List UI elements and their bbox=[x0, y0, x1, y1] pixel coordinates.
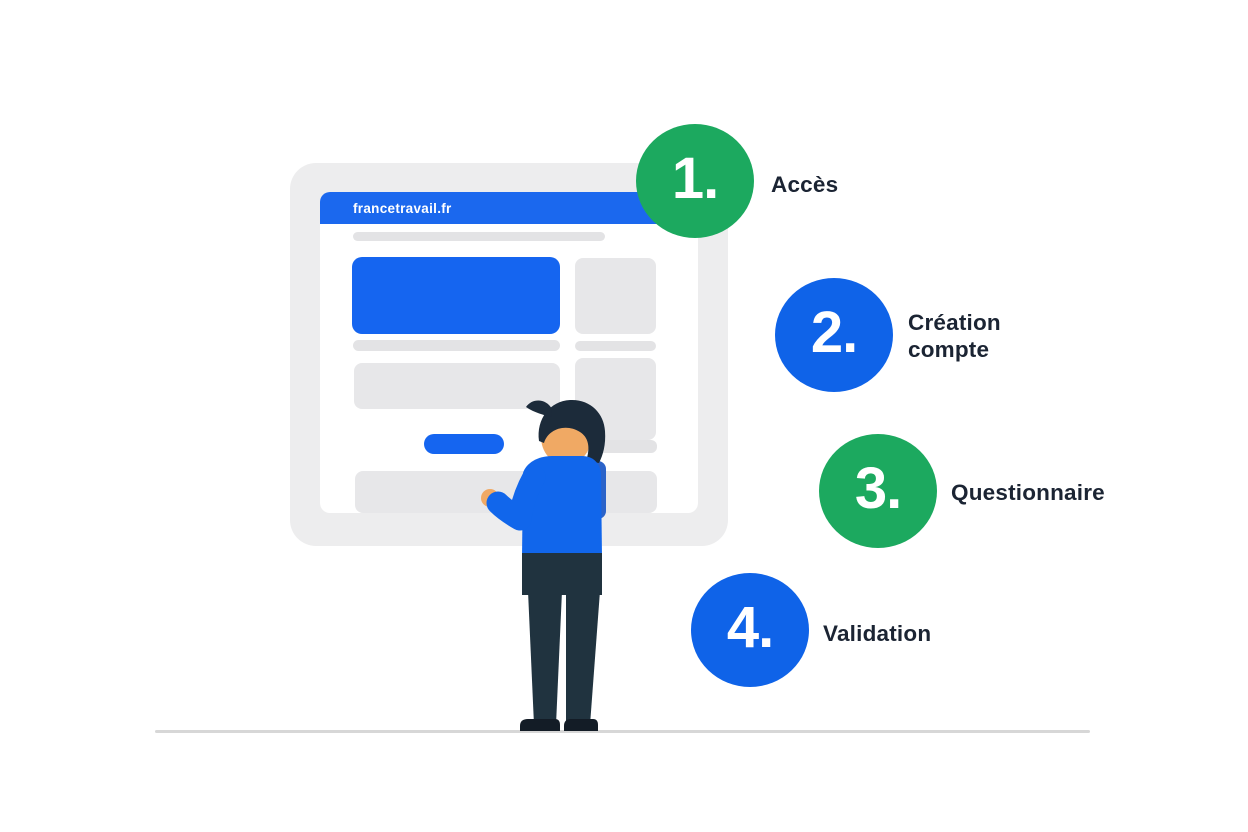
step-4-circle: 4. bbox=[691, 573, 809, 687]
right-shoe bbox=[564, 719, 598, 731]
ground-line bbox=[155, 730, 1090, 733]
step-1-circle: 1. bbox=[636, 124, 754, 238]
step-4-number: 4. bbox=[726, 594, 774, 660]
step-1-number: 1. bbox=[671, 145, 719, 211]
right-leg bbox=[566, 591, 600, 725]
step-2-number: 2. bbox=[810, 299, 858, 365]
text-line-placeholder bbox=[353, 340, 560, 351]
hair bbox=[538, 399, 606, 463]
step-3-circle: 3. bbox=[819, 434, 937, 548]
cta-button-placeholder bbox=[424, 434, 504, 454]
browser-header-bar: francetravail.fr bbox=[320, 192, 698, 224]
step-3-label: Questionnaire bbox=[951, 480, 1105, 505]
left-shoe bbox=[520, 719, 560, 731]
step-2-label: Création compte bbox=[908, 310, 1001, 362]
content-block-placeholder bbox=[354, 363, 560, 409]
site-logo-text: francetravail.fr bbox=[353, 200, 452, 216]
raised-arm bbox=[486, 465, 546, 531]
person-illustration bbox=[481, 399, 606, 731]
hero-banner-placeholder bbox=[352, 257, 560, 334]
step-1-label: Accès bbox=[771, 172, 839, 197]
sidebar-card-placeholder bbox=[575, 258, 656, 334]
browser-window bbox=[320, 192, 698, 513]
text-line-placeholder bbox=[575, 341, 656, 351]
step-3-number: 3. bbox=[854, 455, 902, 521]
hair-quiff bbox=[526, 400, 552, 417]
hips bbox=[522, 553, 602, 595]
left-leg bbox=[528, 591, 562, 725]
step-4-label: Validation bbox=[823, 621, 932, 646]
nav-placeholder-bar bbox=[353, 232, 605, 241]
step-2-circle: 2. bbox=[775, 278, 893, 392]
